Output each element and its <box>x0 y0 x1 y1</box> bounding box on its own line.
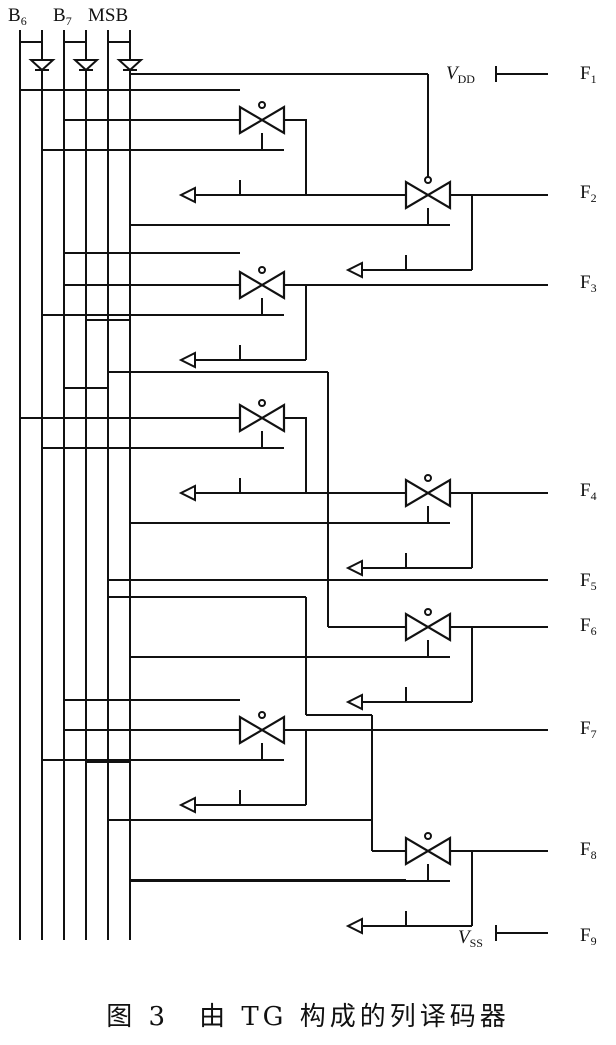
output-label-f4: F4 <box>580 480 597 504</box>
figure-caption: 图 3 由 TG 构成的列译码器 <box>106 1002 510 1032</box>
tg-bowtie <box>404 612 452 642</box>
arrow-icon-right-1 <box>345 261 363 279</box>
output-label-f1: F1 <box>580 63 597 87</box>
tg-gate-bubble <box>258 711 266 719</box>
tg-left-3 <box>238 399 286 448</box>
tg-pull-line <box>405 553 472 569</box>
vss-label: VSS <box>458 927 483 951</box>
tg-pull-line <box>239 345 306 361</box>
tg-bowtie <box>404 478 452 508</box>
arrow-icon-left-2 <box>178 351 196 369</box>
tg-pull-line <box>239 478 306 494</box>
output-label-f5: F5 <box>580 570 597 594</box>
output-label-f3: F3 <box>580 272 597 296</box>
tg-output-line <box>284 417 307 493</box>
output-label-f7: F7 <box>580 718 597 742</box>
tg-gate-bubble <box>258 399 266 407</box>
input-label-msb: MSB <box>88 5 129 26</box>
output-label-f8: F8 <box>580 839 597 863</box>
tg-pull-line <box>405 255 472 271</box>
tg-gate-bubble <box>424 176 432 184</box>
tg-output-line <box>284 284 307 360</box>
inverter-icon <box>116 59 144 72</box>
tg-pull-line <box>405 687 472 703</box>
tg-gate-bubble <box>424 608 432 616</box>
tg-right-3 <box>404 608 452 657</box>
output-label-f6: F6 <box>580 615 597 639</box>
ground-arrows <box>178 186 363 935</box>
wires <box>19 30 548 941</box>
tg-output-line <box>284 729 307 805</box>
tg-output-line <box>450 194 473 270</box>
arrow-icon-right-4 <box>345 917 363 935</box>
tg-output-line <box>284 119 307 195</box>
tg-bowtie <box>238 715 286 745</box>
input-tap-1 <box>19 30 43 58</box>
inverter-icon <box>72 59 100 72</box>
tg-gate-bubble <box>424 474 432 482</box>
tg-pull-line <box>405 911 472 927</box>
output-label-f2: F2 <box>580 182 597 206</box>
tg-pull-line <box>239 180 306 196</box>
input-label-b6: B6 <box>8 5 27 29</box>
arrow-icon-right-2 <box>345 559 363 577</box>
tg-bowtie <box>238 105 286 135</box>
tg-pull-line <box>239 790 306 806</box>
vdd-label: VDD <box>446 63 475 87</box>
arrow-icon-left-3 <box>178 484 196 502</box>
tg-output-line <box>450 626 473 702</box>
tg-bowtie <box>238 270 286 300</box>
tg-output-line <box>450 492 473 568</box>
input-tap-2 <box>63 30 87 58</box>
output-label-f9: F9 <box>580 925 597 949</box>
tg-gate-bubble <box>424 832 432 840</box>
tg-gate-bubble <box>258 266 266 274</box>
input-label-b7: B7 <box>53 5 72 29</box>
tg-bowtie <box>238 403 286 433</box>
tg-right-1 <box>404 176 452 225</box>
tg-left-1 <box>238 101 286 150</box>
input-tap-3 <box>107 30 131 58</box>
tg-bowtie <box>404 180 452 210</box>
inverter-icon <box>28 59 56 72</box>
tg-right-2 <box>404 474 452 523</box>
tg-left-4 <box>238 711 286 760</box>
tg-right-4 <box>404 832 452 881</box>
arrow-icon-left-1 <box>178 186 196 204</box>
arrow-icon-right-3 <box>345 693 363 711</box>
tg-output-line <box>450 850 473 926</box>
tg-left-2 <box>238 266 286 315</box>
tg-gate-bubble <box>258 101 266 109</box>
tg-bowtie <box>404 836 452 866</box>
arrow-icon-left-4 <box>178 796 196 814</box>
transmission-gates <box>238 101 452 881</box>
